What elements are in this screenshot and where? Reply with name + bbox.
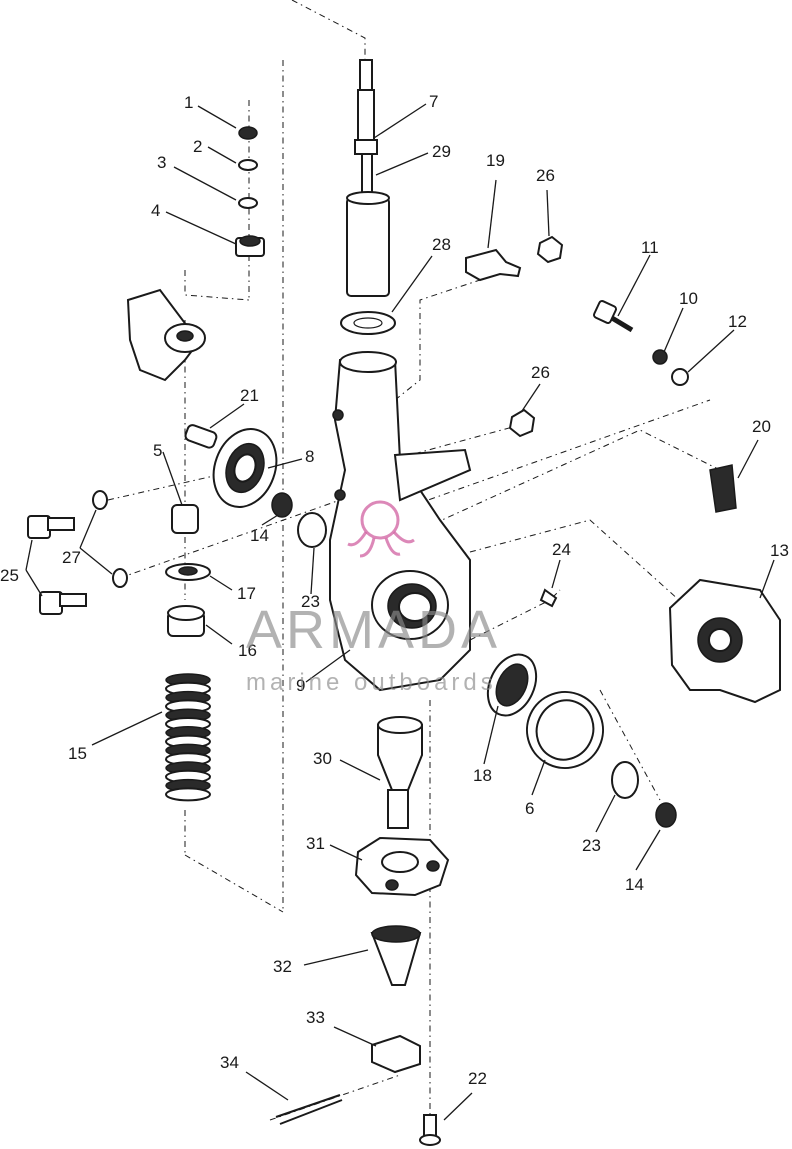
callout-labels: 1 2 3 4 5 6 7 8 9 10 11 12 13 14 14 15 1…	[0, 92, 789, 1088]
parts-artwork	[27, 59, 781, 1146]
top-hardware-stack	[235, 126, 265, 257]
callout-31: 31	[306, 834, 325, 853]
callout-34: 34	[220, 1053, 239, 1072]
callout-22: 22	[468, 1069, 487, 1088]
callout-8: 8	[305, 447, 314, 466]
coil-spring	[165, 673, 211, 802]
callout-6: 6	[525, 799, 534, 818]
callout-9: 9	[296, 676, 305, 695]
octopus-icon	[347, 500, 415, 558]
callout-11: 11	[641, 238, 659, 257]
callout-3: 3	[157, 153, 166, 172]
callout-14-left: 14	[250, 526, 269, 545]
callout-13: 13	[770, 541, 789, 560]
watermark-brand: ARMADA	[246, 600, 501, 660]
callout-26-mid: 26	[531, 363, 550, 382]
steering-shaft	[346, 59, 390, 297]
upper-washer	[340, 311, 396, 335]
callout-5: 5	[153, 441, 162, 460]
callout-2: 2	[193, 137, 202, 156]
callout-17: 17	[237, 584, 256, 603]
leader-lines	[25, 103, 775, 1121]
spindle-knuckle	[329, 351, 472, 692]
callout-33: 33	[306, 1008, 325, 1027]
callout-26-top: 26	[536, 166, 555, 185]
callout-14-right: 14	[625, 875, 644, 894]
bolts-25	[27, 490, 128, 615]
callout-12: 12	[728, 312, 747, 331]
callout-23-right: 23	[582, 836, 601, 855]
callout-27: 27	[62, 548, 81, 567]
callout-28: 28	[432, 235, 451, 254]
callout-4: 4	[151, 201, 160, 220]
callout-20: 20	[752, 417, 771, 436]
watermark: ARMADA marine outboards	[246, 500, 501, 696]
callout-24: 24	[552, 540, 571, 559]
callout-7: 7	[429, 92, 438, 111]
callout-23-left: 23	[301, 592, 320, 611]
callout-19: 19	[486, 151, 505, 170]
callout-1: 1	[184, 93, 193, 112]
callout-32: 32	[273, 957, 292, 976]
callout-29: 29	[432, 142, 451, 161]
spring-coil	[165, 787, 211, 802]
callout-21: 21	[240, 386, 259, 405]
callout-10: 10	[679, 289, 698, 308]
callout-30: 30	[313, 749, 332, 768]
callout-25: 25	[0, 566, 19, 585]
watermark-tagline: marine outboards	[246, 669, 497, 696]
callout-15: 15	[68, 744, 87, 763]
callout-16: 16	[238, 641, 257, 660]
callout-18: 18	[473, 766, 492, 785]
